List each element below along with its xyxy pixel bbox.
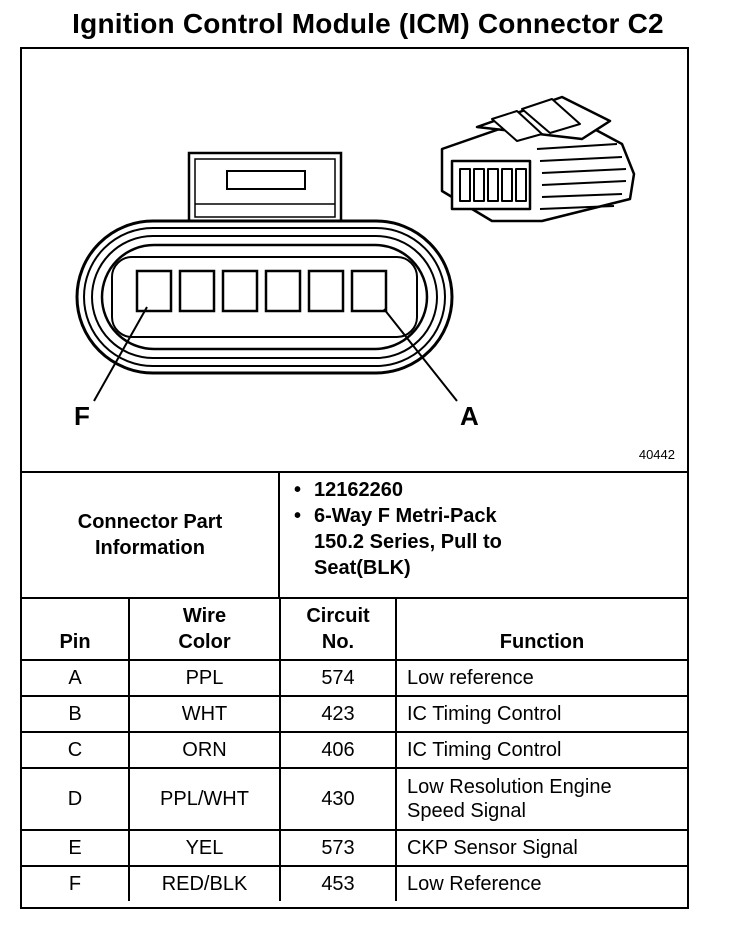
- pin-cell: C: [22, 731, 130, 769]
- pin-cell: B: [22, 695, 130, 733]
- function-cell: IC Timing Control: [395, 731, 687, 769]
- connector-info-heading-line: Information: [95, 537, 205, 559]
- connector-latch: [187, 151, 343, 225]
- circuit-cell: 573: [279, 829, 397, 867]
- circuit-cell: 453: [279, 865, 397, 901]
- connector-description: 6-Way F Metri-Pack 150.2 Series, Pull to…: [288, 503, 683, 581]
- table-row: F RED/BLK 453 Low Reference: [22, 865, 687, 901]
- circuit-cell: 406: [279, 731, 397, 769]
- circuit-cell: 574: [279, 659, 397, 697]
- wire-color-cell: ORN: [128, 731, 281, 769]
- pin-cell: D: [22, 767, 130, 831]
- table-row: E YEL 573 CKP Sensor Signal: [22, 829, 687, 867]
- function-cell: IC Timing Control: [395, 695, 687, 733]
- pin-cell: A: [22, 659, 130, 697]
- connector-part-info: Connector Part Information 12162260 6-Wa…: [22, 473, 687, 599]
- connector-description-line: Seat(BLK): [314, 557, 411, 579]
- page-title: Ignition Control Module (ICM) Connector …: [72, 8, 664, 39]
- connector-shell: [75, 219, 454, 375]
- wire-color-cell: PPL/WHT: [128, 767, 281, 831]
- pin-cell: E: [22, 829, 130, 867]
- connector-description-line: 150.2 Series, Pull to: [314, 531, 502, 553]
- wire-color-cell: YEL: [128, 829, 281, 867]
- connector-sheet: F A 40442 Connector Part Information 121…: [20, 47, 689, 909]
- connector-info-details: 12162260 6-Way F Metri-Pack 150.2 Series…: [288, 477, 683, 581]
- connector-perspective-view: [440, 95, 636, 223]
- table-row: A PPL 574 Low reference: [22, 659, 687, 697]
- pin-a-label: A: [460, 401, 479, 431]
- connector-description-line: 6-Way F Metri-Pack: [314, 505, 497, 527]
- function-cell: Low reference: [395, 659, 687, 697]
- pin-f-label: F: [74, 401, 90, 431]
- connector-info-heading: Connector Part Information: [22, 473, 280, 597]
- connector-figure: F A 40442: [22, 49, 687, 473]
- connector-info-heading-line: Connector Part: [77, 511, 223, 533]
- pin-cell: F: [22, 865, 130, 901]
- function-cell: CKP Sensor Signal: [395, 829, 687, 867]
- wire-color-cell: WHT: [128, 695, 281, 733]
- wire-color-cell: PPL: [128, 659, 281, 697]
- circuit-cell: 423: [279, 695, 397, 733]
- connector-drawing: [75, 95, 636, 402]
- table-row: B WHT 423 IC Timing Control: [22, 695, 687, 733]
- part-number: 12162260: [288, 477, 683, 503]
- table-row: C ORN 406 IC Timing Control: [22, 731, 687, 769]
- pin-leaders: [93, 306, 458, 402]
- pin-cavities: [135, 269, 388, 313]
- circuit-cell: 430: [279, 767, 397, 831]
- header-pin: Pin: [22, 599, 130, 661]
- wire-color-cell: RED/BLK: [128, 865, 281, 901]
- header-function: Function: [395, 599, 687, 661]
- function-cell: Low Reference: [395, 865, 687, 901]
- figure-number: 40442: [638, 447, 675, 462]
